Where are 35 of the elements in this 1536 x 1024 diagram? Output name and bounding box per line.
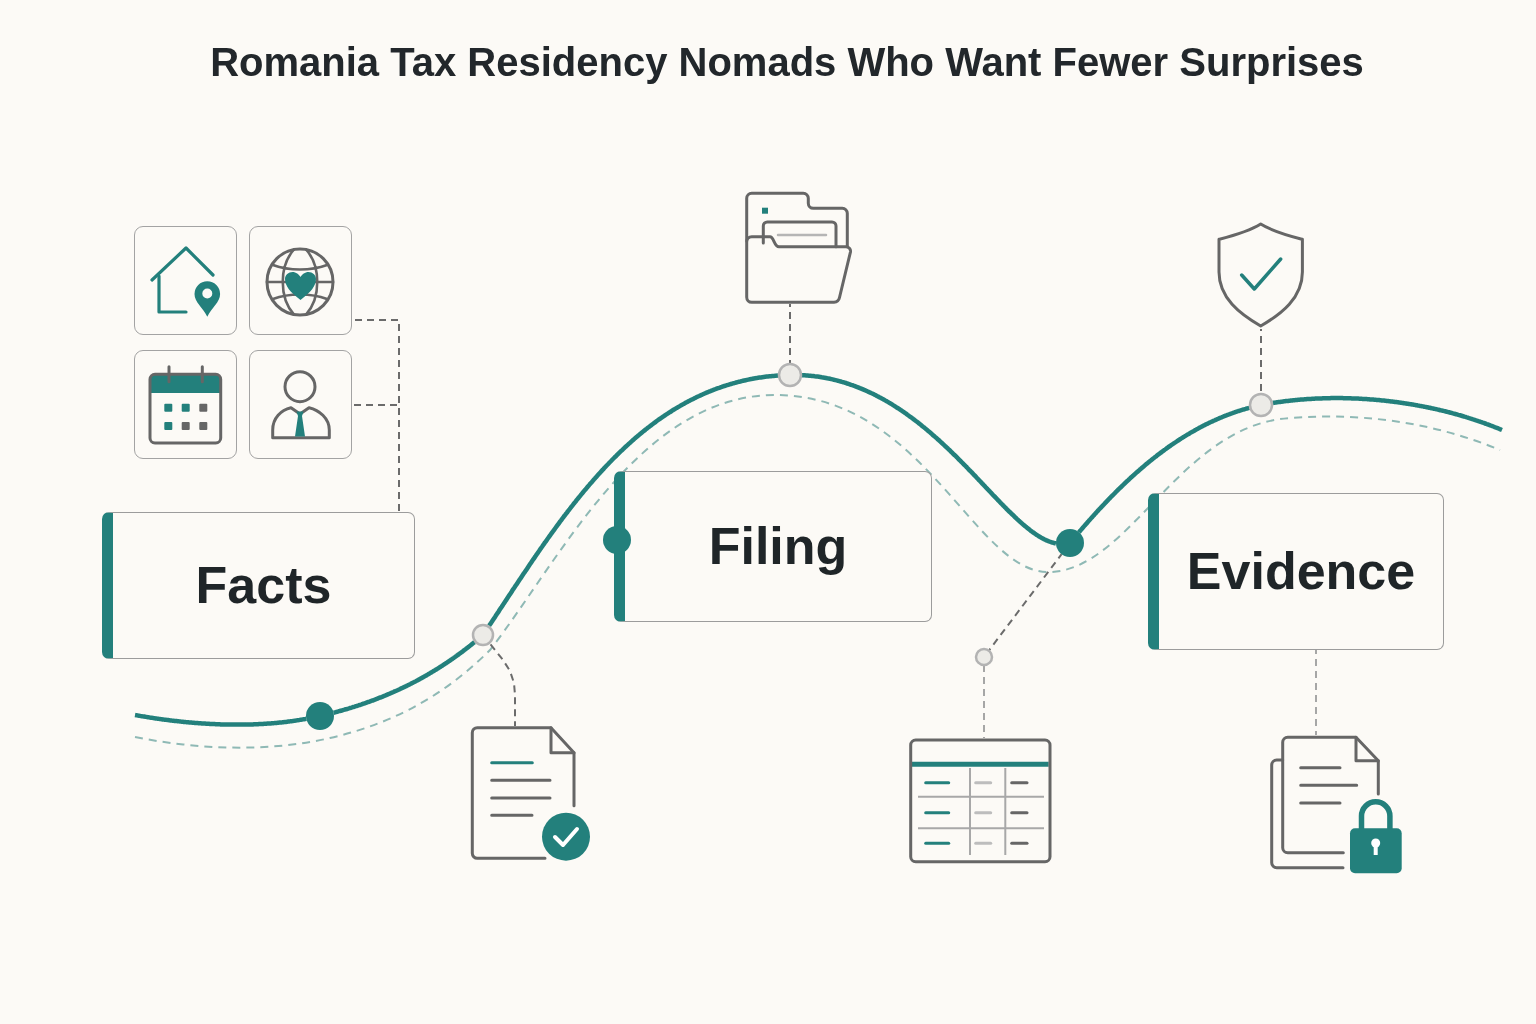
timeline-curve: [1271, 395, 1504, 433]
milestone-dot-icon: [1248, 392, 1274, 418]
shield-check-icon: [1216, 222, 1305, 329]
leader-line: [1260, 328, 1262, 394]
folder-icon: [744, 191, 853, 304]
table-icon: [909, 738, 1052, 864]
timeline-curve: [332, 640, 477, 715]
step-title: Facts: [195, 556, 332, 615]
milestone-dot-icon: [1055, 528, 1085, 558]
leader-line: [789, 303, 791, 364]
milestone-dot-icon: [777, 362, 803, 388]
leader-line: [988, 553, 1063, 651]
step-title: Evidence: [1186, 542, 1416, 601]
step-card: [102, 512, 415, 659]
title: Romania Tax Residency Nomads Who Want Fewer Surprises: [210, 39, 1364, 86]
document-check-icon: [470, 726, 591, 862]
timeline-curve: [801, 372, 1058, 546]
milestone-dot-icon: [974, 647, 994, 667]
timeline-curve: [133, 712, 308, 727]
icon-tile: [134, 350, 237, 459]
timeline-curve: [1077, 405, 1251, 534]
icon-tile: [249, 226, 352, 335]
leader-line: [1315, 649, 1317, 736]
icon-tile: [134, 226, 237, 335]
leader-line: [983, 665, 985, 739]
step-card: [1148, 493, 1444, 650]
step-card: [614, 471, 932, 622]
leader-line: [351, 404, 400, 513]
locked-documents-icon: [1269, 735, 1403, 875]
leader-line: [488, 642, 516, 727]
icon-tile: [249, 350, 352, 459]
step-title: Filing: [708, 517, 848, 576]
milestone-dot-icon: [471, 623, 495, 647]
timeline-curve: [487, 373, 779, 628]
milestone-dot-icon: [305, 701, 335, 731]
